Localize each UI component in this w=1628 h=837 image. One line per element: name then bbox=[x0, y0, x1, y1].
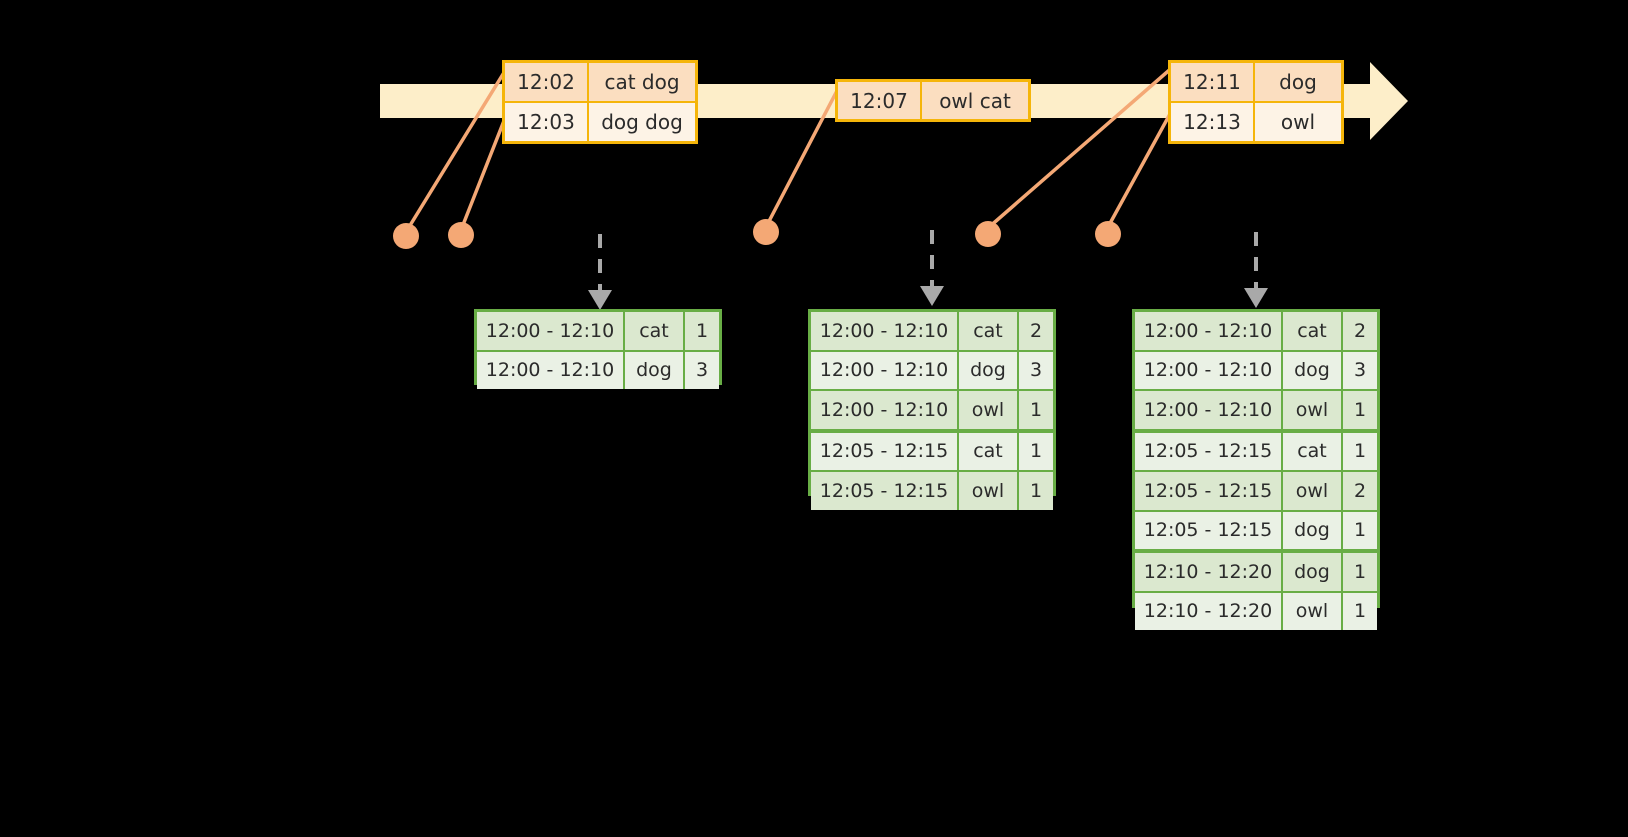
window-table-1[interactable]: 12:00 - 12:10 cat 1 12:00 - 12:10 dog 3 bbox=[474, 309, 722, 389]
window-key: dog bbox=[959, 351, 1019, 389]
window-count: 1 bbox=[1029, 398, 1043, 421]
window-range: 12:00 - 12:10 bbox=[1135, 391, 1283, 429]
window-range: 12:00 - 12:10 bbox=[1135, 351, 1283, 389]
window-range: 12:00 - 12:10 bbox=[811, 312, 959, 350]
window-range: 12:00 - 12:10 bbox=[811, 351, 959, 389]
window-count: 3 bbox=[1353, 359, 1367, 382]
window-key: owl bbox=[1283, 472, 1343, 510]
connector-line-5 bbox=[1106, 101, 1178, 229]
window-key: owl bbox=[1283, 592, 1343, 630]
event-row: 12:13 owl bbox=[1171, 101, 1341, 141]
window-count: 2 bbox=[1353, 319, 1367, 342]
window-range: 12:05 - 12:15 bbox=[811, 472, 959, 510]
table-row: 12:05 - 12:15 cat 1 bbox=[1135, 428, 1377, 470]
event-row: 12:11 dog bbox=[1171, 63, 1341, 101]
event-time: 12:13 bbox=[1171, 103, 1255, 141]
table-row: 12:00 - 12:10 owl 1 bbox=[1135, 389, 1377, 429]
window-key: cat bbox=[1283, 432, 1343, 470]
trigger-dots bbox=[393, 219, 1121, 249]
window-count: 3 bbox=[695, 359, 709, 382]
window-key: dog bbox=[625, 351, 685, 389]
window-table-3[interactable]: 12:00 - 12:10 cat 2 12:00 - 12:10 dog 3 … bbox=[1132, 309, 1380, 630]
emit-arrow-2 bbox=[920, 230, 944, 306]
window-count: 1 bbox=[1029, 440, 1043, 463]
trigger-dot-1 bbox=[393, 223, 419, 249]
trigger-dot-3 bbox=[753, 219, 779, 245]
window-count: 1 bbox=[1029, 479, 1043, 502]
window-range: 12:10 - 12:20 bbox=[1135, 553, 1283, 591]
window-count: 1 bbox=[1353, 440, 1367, 463]
table-row: 12:00 - 12:10 cat 2 bbox=[811, 312, 1053, 350]
event-text: dog dog bbox=[601, 110, 683, 134]
event-box-3[interactable]: 12:11 dog 12:13 owl bbox=[1168, 60, 1344, 144]
event-row: 12:03 dog dog bbox=[505, 101, 695, 141]
event-row: 12:07 owl cat bbox=[838, 82, 1028, 119]
window-range: 12:05 - 12:15 bbox=[1135, 472, 1283, 510]
event-box-2[interactable]: 12:07 owl cat bbox=[835, 79, 1031, 122]
window-count: 1 bbox=[1353, 398, 1367, 421]
window-range: 12:00 - 12:10 bbox=[811, 391, 959, 429]
table-row: 12:00 - 12:10 dog 3 bbox=[1135, 349, 1377, 389]
window-key: owl bbox=[959, 391, 1019, 429]
event-time: 12:11 bbox=[1171, 63, 1255, 101]
event-box-1[interactable]: 12:02 cat dog 12:03 dog dog bbox=[502, 60, 698, 144]
table-row: 12:05 - 12:15 dog 1 bbox=[1135, 509, 1377, 549]
event-text: owl bbox=[1280, 110, 1316, 134]
table-row: 12:00 - 12:10 cat 1 bbox=[477, 312, 719, 350]
window-range: 12:00 - 12:10 bbox=[477, 351, 625, 389]
event-row: 12:02 cat dog bbox=[505, 63, 695, 101]
table-row: 12:05 - 12:15 owl 2 bbox=[1135, 470, 1377, 510]
window-range: 12:10 - 12:20 bbox=[1135, 592, 1283, 630]
window-key: cat bbox=[959, 432, 1019, 470]
window-range: 12:05 - 12:15 bbox=[811, 432, 959, 470]
table-row: 12:00 - 12:10 dog 3 bbox=[477, 349, 719, 389]
event-text: cat dog bbox=[604, 70, 680, 94]
event-time: 12:02 bbox=[505, 63, 589, 101]
table-row: 12:00 - 12:10 cat 2 bbox=[1135, 312, 1377, 350]
window-key: owl bbox=[1283, 391, 1343, 429]
event-time: 12:03 bbox=[505, 103, 589, 141]
event-text: owl cat bbox=[939, 88, 1011, 113]
window-key: cat bbox=[625, 312, 685, 350]
table-row: 12:00 - 12:10 owl 1 bbox=[811, 389, 1053, 429]
window-range: 12:05 - 12:15 bbox=[1135, 432, 1283, 470]
window-key: cat bbox=[959, 312, 1019, 350]
event-time: 12:07 bbox=[838, 82, 922, 119]
window-range: 12:05 - 12:15 bbox=[1135, 511, 1283, 549]
table-row: 12:05 - 12:15 owl 1 bbox=[811, 470, 1053, 510]
connector-line-3 bbox=[764, 83, 842, 229]
trigger-dot-4 bbox=[975, 221, 1001, 247]
window-count: 2 bbox=[1353, 479, 1367, 502]
emit-arrows bbox=[588, 230, 1268, 310]
emit-arrow-1 bbox=[588, 234, 612, 310]
connector-line-1 bbox=[404, 64, 510, 234]
window-key: dog bbox=[1283, 511, 1343, 549]
window-count: 1 bbox=[1353, 560, 1367, 583]
window-count: 3 bbox=[1029, 359, 1043, 382]
window-count: 2 bbox=[1029, 319, 1043, 342]
window-table-2[interactable]: 12:00 - 12:10 cat 2 12:00 - 12:10 dog 3 … bbox=[808, 309, 1056, 510]
table-row: 12:00 - 12:10 dog 3 bbox=[811, 349, 1053, 389]
window-key: owl bbox=[959, 472, 1019, 510]
table-row: 12:10 - 12:20 owl 1 bbox=[1135, 590, 1377, 630]
table-row: 12:05 - 12:15 cat 1 bbox=[811, 428, 1053, 470]
table-row: 12:10 - 12:20 dog 1 bbox=[1135, 549, 1377, 591]
window-range: 12:00 - 12:10 bbox=[1135, 312, 1283, 350]
event-text: dog bbox=[1279, 70, 1317, 94]
window-count: 1 bbox=[1353, 600, 1367, 623]
window-count: 1 bbox=[1353, 519, 1367, 542]
trigger-dot-2 bbox=[448, 222, 474, 248]
window-key: dog bbox=[1283, 351, 1343, 389]
window-range: 12:00 - 12:10 bbox=[477, 312, 625, 350]
trigger-dot-5 bbox=[1095, 221, 1121, 247]
window-key: cat bbox=[1283, 312, 1343, 350]
emit-arrow-3 bbox=[1244, 232, 1268, 308]
window-count: 1 bbox=[695, 319, 709, 342]
window-key: dog bbox=[1283, 553, 1343, 591]
